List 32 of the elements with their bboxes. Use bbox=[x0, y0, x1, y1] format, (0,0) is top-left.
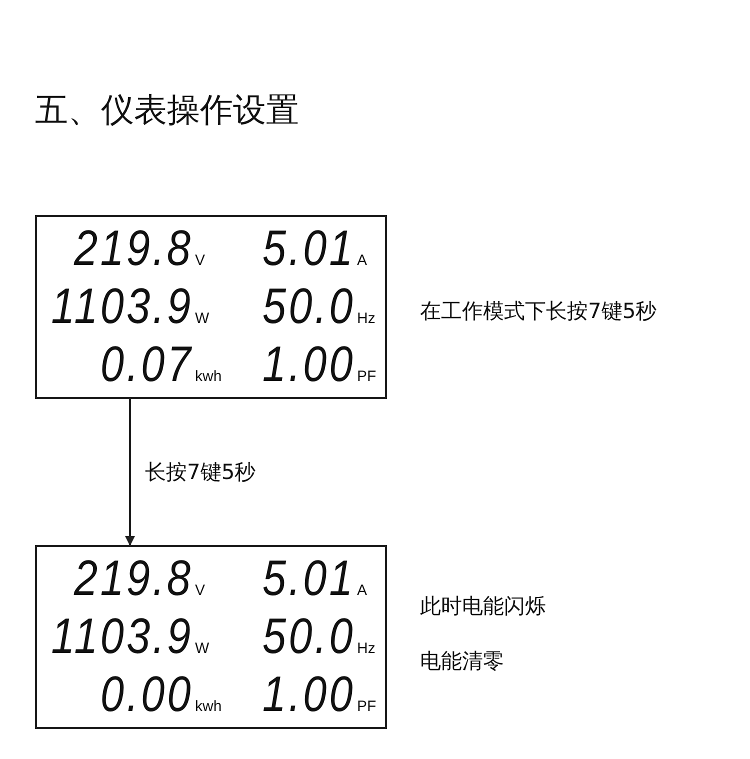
unit-label: Hz bbox=[357, 310, 376, 327]
note-text: 电能清零 bbox=[420, 648, 504, 675]
reading-value: 219.8 bbox=[74, 222, 193, 274]
unit-label: A bbox=[357, 252, 368, 269]
reading-value: 0.07 bbox=[100, 338, 193, 390]
unit-label: PF bbox=[357, 368, 376, 385]
unit-label: A bbox=[357, 582, 368, 599]
unit-label: kwh bbox=[195, 368, 222, 385]
note-text: 在工作模式下长按7键5秒 bbox=[420, 298, 657, 325]
reading-value: 5.01 bbox=[262, 222, 355, 274]
reading-value: 1103.9 bbox=[50, 610, 193, 662]
unit-label: W bbox=[195, 310, 210, 327]
unit-label: PF bbox=[357, 698, 376, 715]
reading-value: 1.00 bbox=[262, 338, 355, 390]
unit-label: kwh bbox=[195, 698, 222, 715]
reading-value: 5.01 bbox=[262, 552, 355, 604]
unit-label: Hz bbox=[357, 640, 376, 657]
unit-label: V bbox=[195, 582, 206, 599]
reading-value: 1103.9 bbox=[50, 280, 193, 332]
unit-label: V bbox=[195, 252, 206, 269]
lcd-display bbox=[35, 215, 387, 399]
lcd-display bbox=[35, 545, 387, 729]
edge-label: 长按7键5秒 bbox=[145, 459, 256, 486]
reading-value: 0.00 bbox=[100, 668, 193, 720]
note-text: 此时电能闪烁 bbox=[420, 593, 546, 620]
unit-label: W bbox=[195, 640, 210, 657]
reading-value: 50.0 bbox=[262, 280, 355, 332]
reading-value: 50.0 bbox=[262, 610, 355, 662]
reading-value: 219.8 bbox=[74, 552, 193, 604]
arrow bbox=[125, 399, 135, 546]
heading: 五、仪表操作设置 bbox=[35, 89, 299, 131]
reading-value: 1.00 bbox=[262, 668, 355, 720]
